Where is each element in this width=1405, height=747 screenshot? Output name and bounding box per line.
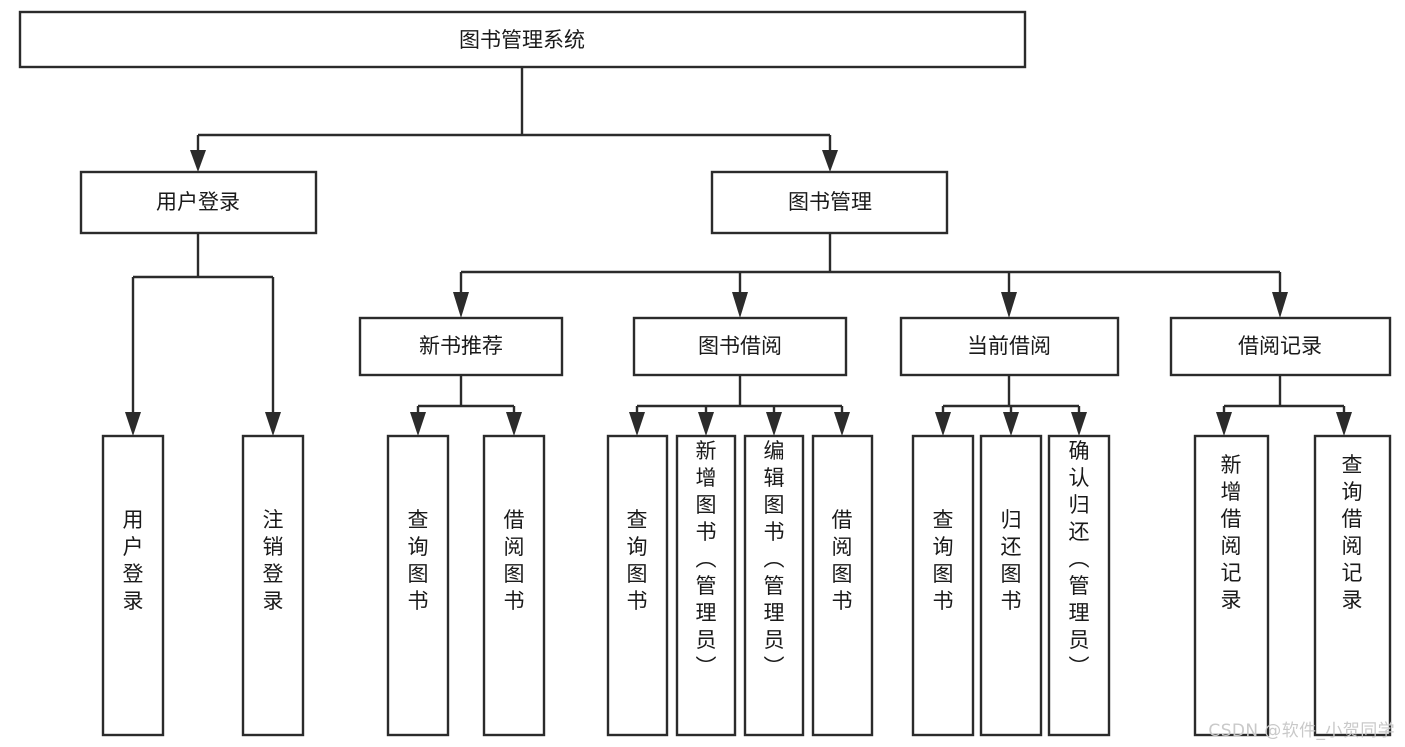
node-user-login-box[interactable]: [79, 170, 318, 235]
leaf-borrow-records-add-box[interactable]: [1193, 434, 1270, 737]
arrow-head-nb-leaf1: [410, 412, 426, 436]
arrow-head-book-borrow: [732, 292, 748, 318]
arrow-head-cb-leaf3: [1071, 412, 1087, 436]
arrow-head-bb-leaf3: [766, 412, 782, 436]
node-book-borrow-box[interactable]: [632, 316, 848, 377]
leaf-book-borrow-add[interactable]: 新增图书︵管理员︶: [675, 434, 737, 737]
leaf-current-borrow-confirm[interactable]: 确认归还︵管理员︶: [1047, 434, 1111, 737]
arrow-head-nb-leaf2: [506, 412, 522, 436]
leaf-new-book-borrow-label: 借阅图书: [504, 508, 525, 613]
leaf-book-borrow-add-box[interactable]: [675, 434, 737, 737]
leaf-new-book-query[interactable]: 查询图书: [386, 434, 450, 737]
node-book-borrow[interactable]: 图书借阅: [632, 316, 848, 377]
leaf-current-borrow-query-box[interactable]: [911, 434, 975, 737]
leaf-new-book-query-box[interactable]: [386, 434, 450, 737]
arrow-head-cb-leaf1: [935, 412, 951, 436]
arrow-head-new-book: [453, 292, 469, 318]
node-current-borrow[interactable]: 当前借阅: [899, 316, 1120, 377]
node-root-box[interactable]: [18, 10, 1027, 69]
arrow-head-bb-leaf1: [629, 412, 645, 436]
arrow-head-br-leaf2: [1336, 412, 1352, 436]
node-book-borrow-label: 图书借阅: [698, 334, 782, 358]
leaf-current-borrow-query[interactable]: 查询图书: [911, 434, 975, 737]
node-root-label: 图书管理系统: [459, 28, 585, 52]
leaf-book-borrow-query-label: 查询图书: [627, 508, 648, 613]
leaf-new-book-query-label: 查询图书: [408, 508, 429, 613]
leaf-book-borrow-query-box[interactable]: [606, 434, 669, 737]
leaf-borrow-records-add[interactable]: 新增借阅记录: [1193, 434, 1270, 737]
arrow-head-br-leaf1: [1216, 412, 1232, 436]
leaf-borrow-records-query-box[interactable]: [1313, 434, 1392, 737]
node-book-management-label: 图书管理: [788, 190, 872, 214]
csdn-watermark: CSDN @软件_小贺同学: [1208, 721, 1395, 741]
arrow-head-leaf-user-login: [125, 412, 141, 436]
leaf-current-borrow-return-box[interactable]: [979, 434, 1043, 737]
node-borrow-records-label: 借阅记录: [1238, 334, 1322, 358]
leaf-current-borrow-confirm-label: 确认归还︵管理员︶: [1069, 439, 1090, 679]
leaf-borrow-records-query-label: 查询借阅记录: [1342, 453, 1363, 612]
connector-layer: [125, 67, 1352, 436]
leaf-borrow-records-query[interactable]: 查询借阅记录: [1313, 434, 1392, 737]
leaf-user-login-logout[interactable]: 注销登录: [241, 434, 305, 737]
leaf-current-borrow-confirm-box[interactable]: [1047, 434, 1111, 737]
arrow-head-book-mgmt: [822, 150, 838, 172]
leaf-current-borrow-query-label: 查询图书: [933, 508, 954, 613]
leaf-book-borrow-borrow-label: 借阅图书: [832, 508, 853, 613]
leaf-book-borrow-borrow-box[interactable]: [811, 434, 874, 737]
leaf-user-login-logout-label: 注销登录: [263, 508, 284, 613]
leaf-book-borrow-edit[interactable]: 编辑图书︵管理员︶: [743, 434, 805, 737]
leaf-borrow-records-add-label: 新增借阅记录: [1221, 453, 1242, 612]
leaf-current-borrow-return[interactable]: 归还图书: [979, 434, 1043, 737]
arrow-head-current-borrow: [1001, 292, 1017, 318]
node-book-management-box[interactable]: [710, 170, 949, 235]
leaf-user-login-login-label: 用户登录: [123, 508, 144, 613]
node-borrow-records-box[interactable]: [1169, 316, 1392, 377]
leaf-new-book-borrow-box[interactable]: [482, 434, 546, 737]
node-current-borrow-box[interactable]: [899, 316, 1120, 377]
leaf-book-borrow-query[interactable]: 查询图书: [606, 434, 669, 737]
node-current-borrow-label: 当前借阅: [967, 334, 1051, 358]
leaf-user-login-logout-box[interactable]: [241, 434, 305, 737]
leaf-current-borrow-return-label: 归还图书: [1001, 508, 1022, 613]
node-borrow-records[interactable]: 借阅记录: [1169, 316, 1392, 377]
leaf-book-borrow-edit-box[interactable]: [743, 434, 805, 737]
arrow-head-borrow-records: [1272, 292, 1288, 318]
node-user-login[interactable]: 用户登录: [79, 170, 318, 235]
arrow-head-user-login: [190, 150, 206, 172]
node-new-book-recommend[interactable]: 新书推荐: [358, 316, 564, 377]
leaf-user-login-login[interactable]: 用户登录: [101, 434, 165, 737]
arrow-head-bb-leaf2: [698, 412, 714, 436]
leaf-book-borrow-borrow[interactable]: 借阅图书: [811, 434, 874, 737]
node-new-book-recommend-label: 新书推荐: [419, 334, 503, 358]
node-new-book-recommend-box[interactable]: [358, 316, 564, 377]
leaf-user-login-login-box[interactable]: [101, 434, 165, 737]
node-user-login-label: 用户登录: [156, 190, 240, 214]
arrow-head-cb-leaf2: [1003, 412, 1019, 436]
leaf-new-book-borrow[interactable]: 借阅图书: [482, 434, 546, 737]
node-root-system[interactable]: 图书管理系统: [18, 10, 1027, 69]
arrow-head-leaf-logout: [265, 412, 281, 436]
leaf-book-borrow-add-label: 新增图书︵管理员︶: [696, 439, 717, 679]
leaf-book-borrow-edit-label: 编辑图书︵管理员︶: [764, 439, 785, 679]
arrow-head-bb-leaf4: [834, 412, 850, 436]
node-book-management[interactable]: 图书管理: [710, 170, 949, 235]
